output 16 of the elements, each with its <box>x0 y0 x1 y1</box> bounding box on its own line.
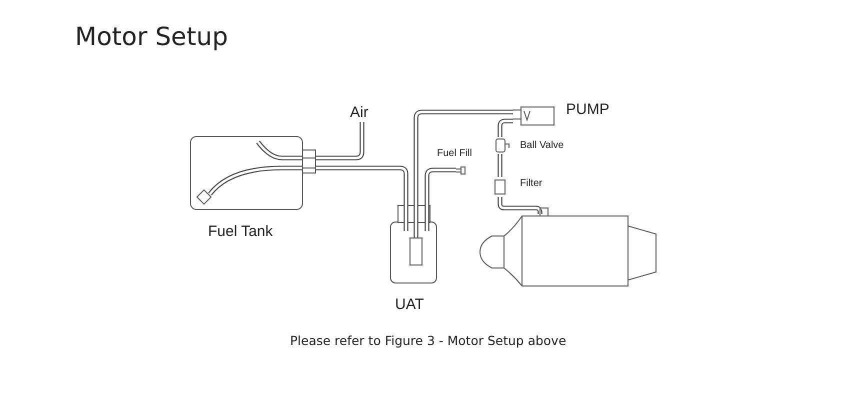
part-label: Ball Valve <box>520 140 564 151</box>
part-label: Fuel Tank <box>208 223 273 240</box>
fuel-line <box>316 166 408 205</box>
diagram-title: Motor Setup <box>75 22 228 51</box>
part-label: Fuel Fill <box>437 148 472 159</box>
fuel-line <box>316 122 364 160</box>
figure-caption: Please refer to Figure 3 - Motor Setup above <box>290 333 566 348</box>
part-label: Filter <box>520 178 542 189</box>
part-label: PUMP <box>566 101 610 118</box>
fuel-line <box>424 168 456 205</box>
fuel-line <box>414 110 513 205</box>
fuel-line <box>498 154 502 177</box>
part-label: UAT <box>395 296 424 313</box>
fuel-line <box>498 197 542 214</box>
pipe-label: Air <box>350 104 368 121</box>
fuel-line <box>498 118 513 137</box>
